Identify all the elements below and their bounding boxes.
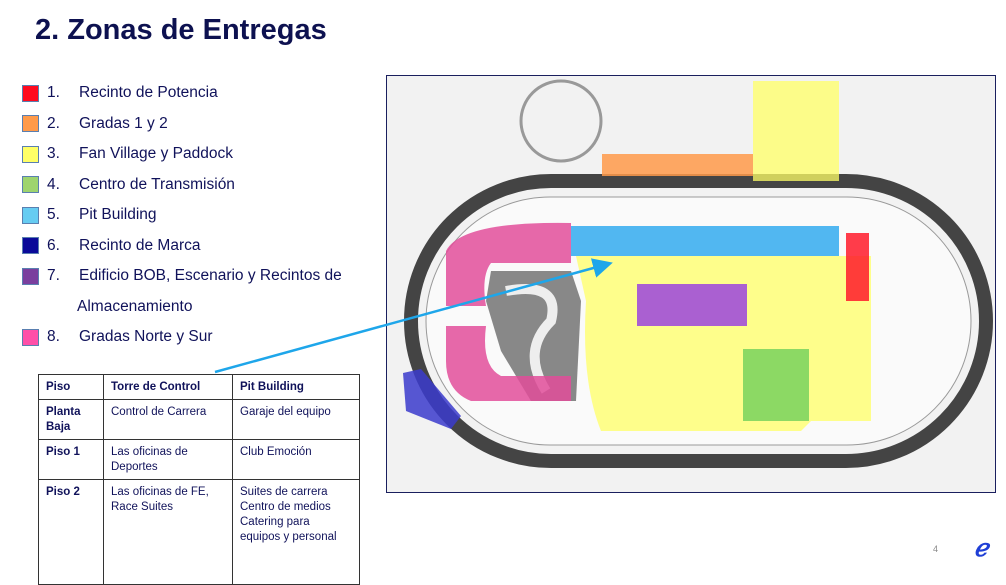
zone-7	[637, 284, 747, 326]
zone-8-north	[446, 222, 571, 306]
color-swatch	[22, 267, 39, 285]
zone-4	[743, 349, 809, 421]
zone-8-south	[446, 326, 571, 401]
legend-item: 8.Gradas Norte y Sur	[22, 322, 342, 353]
legend-item-continued: Almacenamiento	[77, 297, 193, 315]
legend-item: 3.Fan Village y Paddock	[22, 139, 342, 170]
legend-item: 6.Recinto de Marca	[22, 231, 342, 262]
color-swatch	[22, 206, 39, 224]
color-swatch	[22, 84, 39, 102]
page-title: 2. Zonas de Entregas	[35, 14, 327, 46]
site-map	[386, 75, 996, 493]
inner-track	[486, 271, 581, 401]
color-swatch	[22, 176, 39, 194]
zone-1	[846, 233, 869, 301]
legend-item: 1.Recinto de Potencia	[22, 78, 342, 109]
legend-item: 4.Centro de Transmisión	[22, 170, 342, 201]
zone-legend: 1.Recinto de Potencia 2.Gradas 1 y 2 3.F…	[22, 78, 342, 353]
zone-2	[602, 154, 753, 176]
zone-5	[571, 226, 839, 256]
race-track	[404, 174, 993, 468]
zone-6	[403, 369, 461, 429]
legend-item: 5.Pit Building	[22, 200, 342, 231]
site-map-drawing	[387, 76, 995, 492]
athletics-track	[519, 79, 603, 163]
pointer-arrow	[214, 258, 613, 374]
color-swatch	[22, 237, 39, 255]
legend-item: 7.Edificio BOB, Escenario y Recintos de	[22, 261, 342, 292]
color-swatch	[22, 145, 39, 163]
zone-3-north	[753, 81, 839, 181]
color-swatch	[22, 328, 39, 346]
brand-logo: ℯ	[974, 535, 989, 562]
page-number: 4	[933, 544, 939, 554]
legend-item: 2.Gradas 1 y 2	[22, 109, 342, 140]
color-swatch	[22, 115, 39, 133]
